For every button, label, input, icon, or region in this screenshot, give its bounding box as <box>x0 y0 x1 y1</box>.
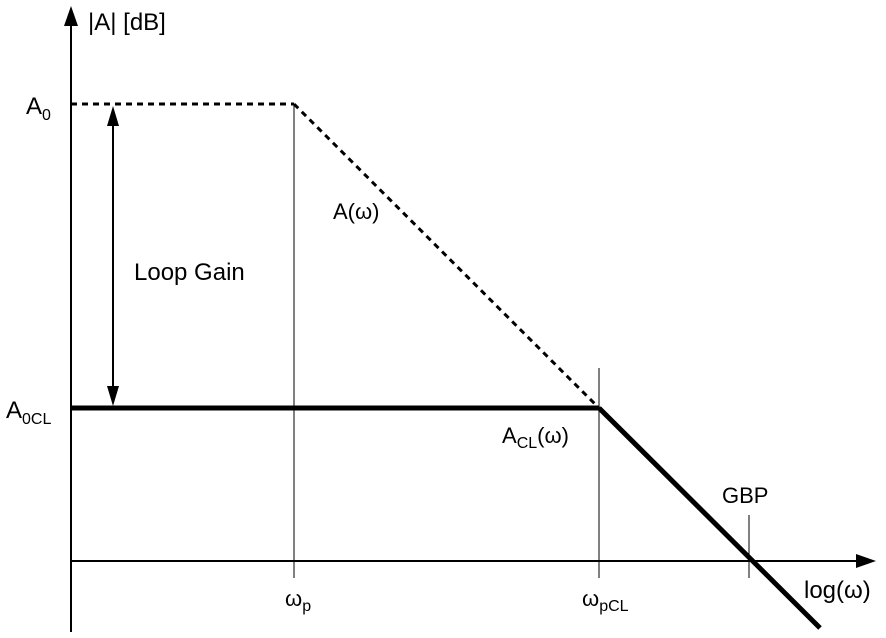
a0cl-label: A0CL <box>6 397 51 428</box>
x-axis-arrowhead <box>856 554 876 568</box>
loop-gain-arrowhead-bottom <box>107 386 119 406</box>
closed-loop-rolloff <box>597 406 822 630</box>
y-axis-arrowhead <box>64 6 78 26</box>
closed-loop-curve-label: ACL(ω) <box>502 423 569 452</box>
a0-label: A0 <box>26 93 51 124</box>
y-axis-label: |A| [dB] <box>88 9 166 36</box>
x-axis-label: log(ω) <box>804 577 871 604</box>
open-loop-rolloff-dashed <box>292 102 601 410</box>
loop-gain-arrowhead-top <box>107 106 119 126</box>
loop-gain-label: Loop Gain <box>134 259 245 286</box>
wp-label: ωp <box>285 586 311 615</box>
open-loop-curve-label: A(ω) <box>333 199 380 224</box>
gbp-label: GBP <box>722 483 768 508</box>
wpcl-label: ωpCL <box>582 586 629 615</box>
